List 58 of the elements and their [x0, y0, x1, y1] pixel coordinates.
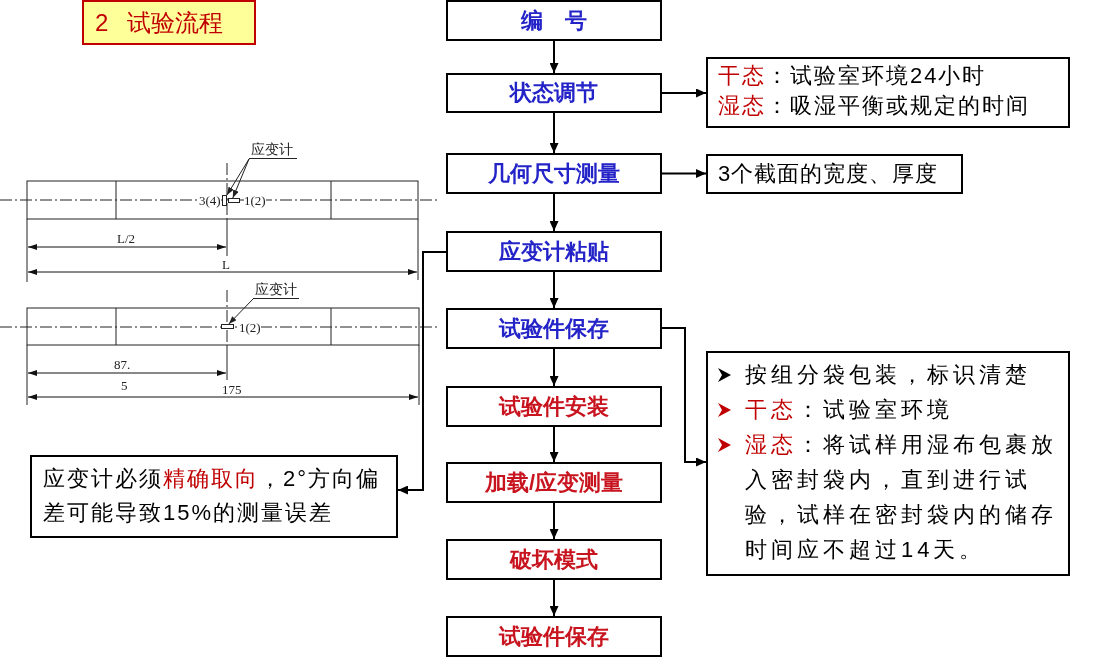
note-text: 干态：试验室环境 — [745, 396, 954, 424]
gauge-label: 3(4) — [199, 194, 221, 207]
process-box — [446, 231, 662, 272]
leader-line — [232, 158, 250, 199]
note-text: 应变计必须精确取向，2°方向偏差可能导致15%的测量误差 — [43, 465, 382, 527]
step-label: 试验件保存 — [499, 314, 609, 343]
strain-gauge-symbol — [221, 324, 234, 329]
note-box — [706, 154, 963, 194]
step-label: 应变计粘贴 — [499, 237, 609, 266]
process-box — [446, 616, 662, 657]
step-label: 试验件保存 — [499, 622, 609, 651]
arrow — [661, 169, 707, 178]
note-box — [706, 57, 1070, 128]
step-label: 破坏模式 — [510, 545, 598, 574]
process-box — [446, 308, 662, 349]
dimension-label: 87. — [114, 358, 131, 371]
process-box — [446, 386, 662, 427]
step-label: 试验件安装 — [499, 392, 609, 421]
section-title: 2 试验流程 — [82, 0, 256, 45]
strain-gauge-symbol — [222, 195, 227, 206]
step-label: 编 号 — [520, 6, 588, 35]
arrow — [549, 40, 559, 74]
note-text: 湿态：吸湿平衡或规定的时间 — [718, 92, 1031, 120]
leader-line — [226, 158, 250, 196]
arrow — [397, 251, 447, 495]
leader-line — [228, 298, 254, 325]
dimension-label: L — [222, 258, 230, 271]
arrow — [549, 426, 559, 463]
process-box — [446, 73, 662, 113]
note-text: 按组分袋包装，标识清楚 — [745, 361, 1032, 389]
note-text: 湿态：将试样用湿布包裹放入密封袋内，直到进行试验，试样在密封袋内的储存时间应不超过14天。 — [745, 431, 1058, 564]
callout-label: 应变计 — [249, 141, 297, 159]
process-box — [446, 0, 662, 41]
arrow — [549, 502, 559, 540]
arrow — [549, 112, 559, 154]
process-box — [446, 153, 662, 194]
arrow — [549, 193, 559, 232]
arrow — [549, 348, 559, 387]
note-text: 3个截面的宽度、厚度 — [718, 160, 940, 188]
note-text: 干态：试验室环境24小时 — [718, 62, 988, 90]
callout-label: 应变计 — [253, 281, 299, 299]
step-label: 状态调节 — [510, 79, 598, 107]
note-box — [706, 351, 1070, 576]
step-label: 几何尺寸测量 — [488, 159, 620, 188]
process-box — [446, 539, 662, 580]
process-box — [446, 462, 662, 503]
arrow — [661, 327, 707, 467]
dimension-label: 175 — [222, 383, 242, 396]
step-label: 加载/应变测量 — [484, 468, 624, 497]
gauge-label: 1(2) — [239, 321, 261, 334]
arrow — [549, 271, 559, 309]
note-box — [30, 455, 398, 538]
dimension-label: 5 — [121, 379, 128, 392]
strain-gauge-symbol — [228, 198, 240, 203]
dimension-label: L/2 — [117, 232, 136, 245]
gauge-label: 1(2) — [244, 194, 266, 207]
arrow — [549, 579, 559, 617]
arrow — [661, 88, 707, 98]
